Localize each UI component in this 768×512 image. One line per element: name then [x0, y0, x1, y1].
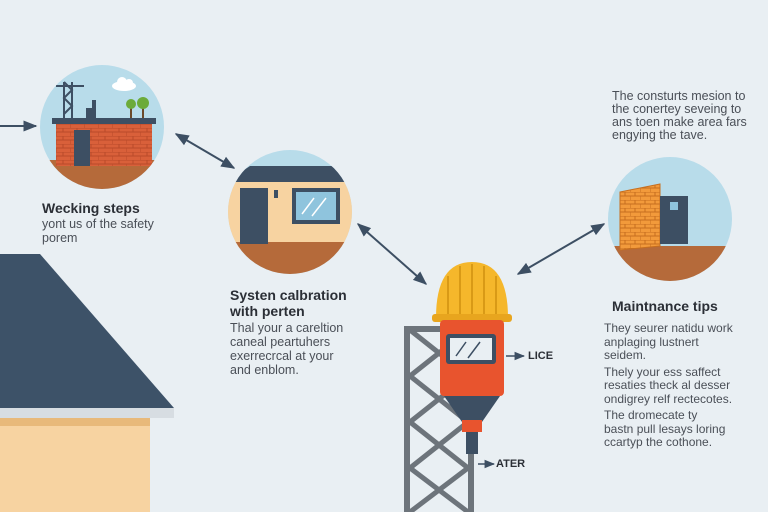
arrow-step2-to-device — [356, 223, 428, 285]
bullet-line: bastn pull lesays loring — [604, 421, 726, 436]
calibration-text: Thal your a careltion caneal peartuhers … — [230, 321, 343, 377]
calibration-title: Systen calbration with perten — [230, 287, 347, 319]
intro-line: the conertey seveing to — [612, 102, 742, 116]
intro-line: engying the tave. — [612, 128, 708, 142]
illustration-wall-window — [228, 150, 352, 274]
hard-hat-icon — [432, 262, 512, 322]
maintenance-bullet: They seurer natidu work anplaging lustne… — [604, 321, 764, 363]
maintenance-bullet: Thely your ess saffect resaties theck al… — [604, 364, 764, 407]
intro-text: The consturts mesion to the conertey sev… — [612, 90, 747, 142]
calibration-title-line: Systen calbration — [230, 287, 347, 303]
arrow-device-to-step3 — [516, 223, 606, 275]
bullet-line: anplaging lustnert — [604, 334, 699, 349]
bullet-line: Thely your ess saffect — [604, 364, 721, 379]
calibration-line: exerrecrcal at your — [230, 349, 334, 363]
maintenance-bullet: The dromecate ty bastn pull lesays lorin… — [604, 408, 764, 450]
bullet-line: They seurer natidu work — [604, 321, 733, 335]
label-lice: LICE — [528, 350, 554, 362]
window-icon — [292, 188, 340, 224]
arrow-step1-to-step2 — [174, 133, 236, 169]
calibration-line: Thal your a careltion — [230, 321, 344, 335]
bullet-line: ccartyp the cothone. — [604, 435, 713, 449]
illustration-house — [0, 254, 174, 512]
intro-line: ans toen make area fars — [612, 115, 747, 129]
steps-line: yont us of the safety — [42, 217, 154, 231]
bullet-line: The dromecate ty — [604, 408, 698, 422]
bullet-line: resaties theck al desser — [604, 378, 731, 392]
label-ater: ATER — [496, 458, 526, 470]
illustration-storage-wall — [608, 157, 732, 281]
sensor-device — [440, 320, 504, 454]
calibration-title-line: with perten — [230, 303, 305, 319]
maintenance-title: Maintnance tips — [612, 298, 718, 314]
calibration-line: caneal peartuhers — [230, 335, 331, 349]
crane-icon — [56, 81, 84, 118]
steps-title: Wecking steps — [42, 200, 140, 216]
illustration-brick-building — [40, 65, 164, 189]
maintenance-bullets: They seurer natidu work anplaging lustne… — [604, 321, 764, 450]
intro-line: The consturts mesion to — [612, 89, 746, 103]
tree-icon — [126, 97, 149, 118]
bullet-line: seidem. — [604, 348, 647, 362]
bullet-line: ondigrey relf rectecotes. — [604, 391, 733, 406]
steps-line: porem — [42, 231, 78, 245]
steps-text: yont us of the safety porem — [42, 217, 154, 245]
cloud-icon — [112, 77, 136, 91]
door-icon — [240, 188, 268, 244]
calibration-line: and enblom. — [230, 363, 299, 377]
